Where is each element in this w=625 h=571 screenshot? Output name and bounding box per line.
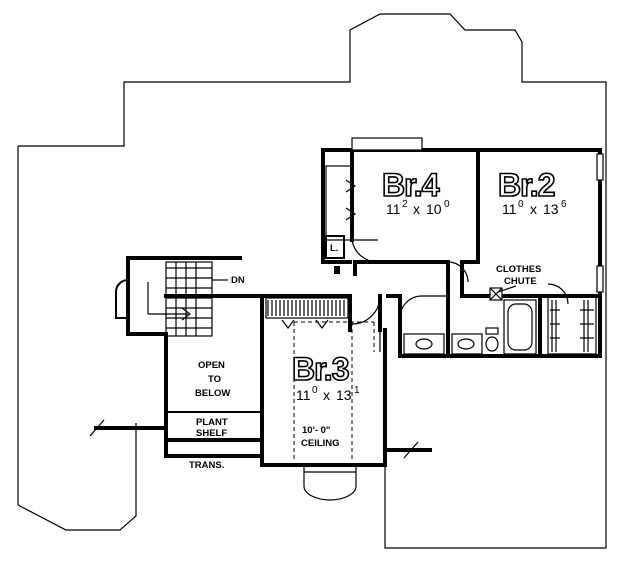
wall-bath <box>398 260 602 358</box>
vaulted-ceiling-outline <box>293 321 375 462</box>
bathtub <box>503 299 537 355</box>
stair-bay <box>115 279 129 319</box>
chute-label: CHUTE <box>504 276 537 287</box>
door-swing-br3 <box>351 295 381 352</box>
svg-text:x: x <box>413 201 420 217</box>
svg-text:1: 1 <box>354 385 360 396</box>
clothes-label: CLOTHES <box>496 264 541 275</box>
closet-br2 <box>547 295 597 355</box>
toilet-tank <box>485 327 499 335</box>
svg-text:11: 11 <box>386 201 401 217</box>
svg-text:0: 0 <box>444 199 450 210</box>
closet-br3-door-a <box>281 319 295 329</box>
sink-right <box>457 338 475 350</box>
chute-leader <box>497 285 517 293</box>
svg-text:13: 13 <box>543 201 559 217</box>
closet-door-br4-a <box>345 179 357 193</box>
closet-br3-door-b <box>315 319 329 329</box>
linen-closet <box>325 235 345 259</box>
svg-text:2: 2 <box>402 199 408 210</box>
dn-label: DN <box>231 275 245 286</box>
vanity-left <box>403 333 445 355</box>
svg-text:x: x <box>530 201 537 217</box>
wall-trans <box>164 438 264 458</box>
dimensions-br3: 11 0 x 13 1 <box>296 385 360 403</box>
closet-br4 <box>325 165 353 241</box>
sink-left <box>415 338 433 350</box>
door-swing-hall <box>399 295 448 321</box>
chute-x2 <box>489 287 503 301</box>
closet-br2-hatch <box>550 300 594 352</box>
room-name-br2: Br.2 <box>498 167 555 203</box>
dimensions-br4: 11 2 x 10 0 <box>386 199 450 217</box>
svg-text:11: 11 <box>502 201 517 217</box>
closet-br2-door <box>547 283 569 305</box>
trans-label: TRANS. <box>189 460 224 471</box>
plant-shelf-label-1: PLANT <box>196 417 228 428</box>
window-br3-bay <box>303 465 357 501</box>
vanity-right <box>451 333 483 355</box>
window-br4 <box>351 137 423 151</box>
stairs <box>147 261 213 337</box>
closet-br3 <box>265 297 349 319</box>
toilet <box>485 336 499 352</box>
bathtub-inner <box>507 303 533 351</box>
closet-door-br4-b <box>345 207 357 221</box>
svg-text:0: 0 <box>312 385 318 396</box>
svg-text:x: x <box>323 387 330 403</box>
svg-text:6: 6 <box>561 199 567 210</box>
open-label-1: OPEN <box>198 360 225 371</box>
door-swing-br4 <box>351 239 379 263</box>
door-swing-bath <box>447 261 469 283</box>
svg-text:0: 0 <box>518 199 524 210</box>
window-br2-bottom <box>596 265 604 293</box>
svg-text:13: 13 <box>336 387 352 403</box>
plant-shelf-label-2: SHELF <box>196 428 227 439</box>
ceiling-label-2: CEILING <box>301 438 340 449</box>
wall-upper-block <box>321 148 602 298</box>
room-name-br4: Br.4 <box>382 167 440 203</box>
closet-br3-hatch <box>267 300 345 316</box>
tick-right <box>403 441 419 459</box>
svg-text:11: 11 <box>296 387 311 403</box>
wall-nib <box>334 266 340 274</box>
ceiling-label-1: 10'- 0" <box>302 425 330 436</box>
open-label-3: BELOW <box>195 388 230 399</box>
dimensions-br2: 11 0 x 13 6 <box>502 199 567 217</box>
wall-br3 <box>260 294 387 467</box>
room-name-br3: Br.3 <box>292 351 349 387</box>
window-br2-top <box>596 153 604 181</box>
open-label-2: TO <box>208 374 221 385</box>
roof-outline <box>17 13 607 549</box>
tick-left <box>89 419 105 437</box>
linen-label: L. <box>330 243 338 254</box>
svg-text:10: 10 <box>426 201 442 217</box>
